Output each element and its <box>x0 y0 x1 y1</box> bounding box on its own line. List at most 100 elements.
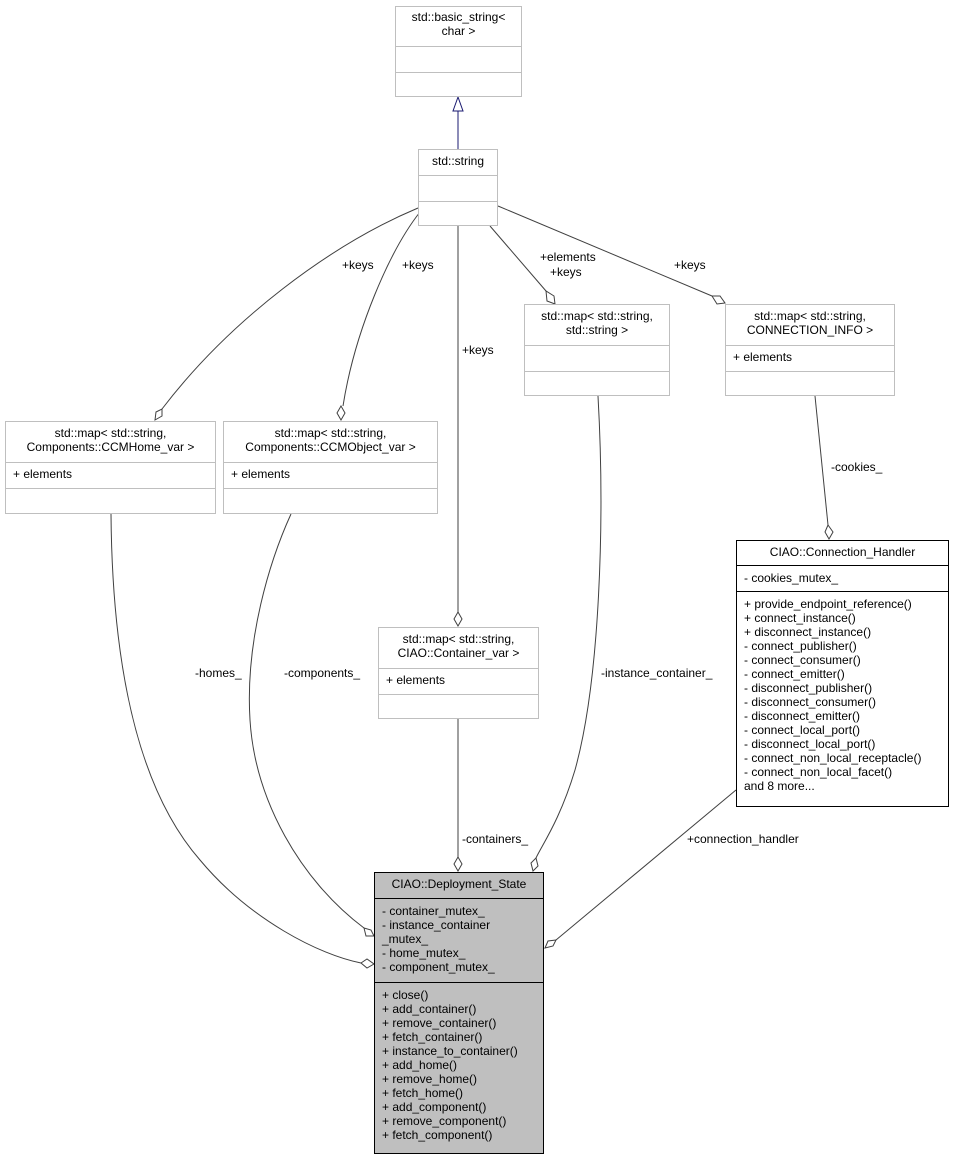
class-operation: + fetch_container() <box>382 1030 483 1044</box>
class-title: std::map< std::string, Components::CCMHo… <box>6 426 215 454</box>
inheritance-edge <box>452 95 464 149</box>
class-title-line: char > <box>441 24 476 38</box>
class-attributes: - cookies_mutex_ <box>737 565 948 591</box>
class-title: std::map< std::string, CONNECTION_INFO > <box>726 309 894 337</box>
class-operations <box>525 371 669 395</box>
composition-diamond <box>530 857 539 872</box>
class-title-line: Components::CCMHome_var > <box>26 440 195 454</box>
edge-string-to-map-connections <box>497 205 726 305</box>
class-title: std::map< std::string, Components::CCMOb… <box>224 426 437 454</box>
edge-string-to-map-containers <box>453 226 463 628</box>
class-operations <box>379 694 538 718</box>
class-attributes <box>419 175 497 201</box>
edge-label-containers: -containers_ <box>462 832 529 846</box>
composition-diamond <box>336 404 346 422</box>
class-operation: + disconnect_instance() <box>744 625 872 639</box>
class-attributes: + elements <box>6 462 215 488</box>
composition-diamond <box>453 610 463 628</box>
class-title: CIAO::Deployment_State <box>375 877 543 891</box>
edge-string-to-map-strings <box>489 225 556 305</box>
composition-diamond <box>154 408 163 421</box>
class-operations <box>726 371 894 395</box>
class-attributes <box>525 345 669 371</box>
class-attributes <box>396 46 521 72</box>
class-title-line: std::map< std::string, <box>54 426 167 440</box>
edge-handler-to-deployment-state <box>544 789 737 949</box>
class-operation: + connect_instance() <box>744 611 856 625</box>
class-operation: - connect_non_local_facet() <box>744 765 893 779</box>
class-title-line: std::map< std::string, <box>541 309 653 323</box>
class-map-strings: std::map< std::string, std::string > <box>524 304 670 396</box>
edge-containers-to-deployment-state <box>453 719 463 873</box>
edge-string-to-map-homes <box>154 207 419 421</box>
edge-string-to-map-objects <box>336 211 421 422</box>
class-title-line: CIAO::Connection_Handler <box>769 545 916 559</box>
class-operation: + add_component() <box>382 1100 487 1114</box>
composition-diamond <box>545 290 556 305</box>
class-operations <box>6 488 215 513</box>
class-operation: - disconnect_publisher() <box>744 681 873 695</box>
class-operation: + close() <box>382 988 429 1002</box>
class-operation: + add_home() <box>382 1058 458 1072</box>
class-operations: + provide_endpoint_reference() + connect… <box>737 591 948 793</box>
class-attributes: - container_mutex_ - instance_container … <box>375 898 543 982</box>
edge-label-keys-homes: +keys <box>342 258 374 272</box>
edge-label-keys-strings: +keys <box>550 265 582 279</box>
edge-homes-to-deployment-state <box>110 513 375 969</box>
class-operation: - disconnect_local_port() <box>744 737 876 751</box>
class-operation: + instance_to_container() <box>382 1044 518 1058</box>
class-operations: + close() + add_container() + remove_con… <box>375 982 543 1142</box>
class-string: std::string <box>418 149 498 226</box>
class-operations <box>396 72 521 96</box>
class-operation: + provide_endpoint_reference() <box>744 597 912 611</box>
class-attribute: + elements <box>231 467 291 481</box>
class-attribute: - home_mutex_ <box>382 946 466 960</box>
class-operation: - connect_non_local_receptacle() <box>744 751 922 765</box>
class-attributes: + elements <box>726 345 894 371</box>
class-title-line: CIAO::Deployment_State <box>391 877 527 891</box>
class-operations <box>224 488 437 513</box>
class-title-line: std::map< std::string, <box>754 309 866 323</box>
class-operation: + remove_component() <box>382 1114 507 1128</box>
class-title: std::map< std::string, std::string > <box>525 309 669 337</box>
class-title: std::map< std::string, CIAO::Container_v… <box>379 632 538 660</box>
class-title: std::string <box>419 154 497 168</box>
class-attribute: + elements <box>733 350 793 364</box>
class-attribute: - container_mutex_ <box>382 904 485 918</box>
class-operation: - connect_consumer() <box>744 653 861 667</box>
class-attribute: + elements <box>13 467 73 481</box>
class-deployment-state: CIAO::Deployment_State - container_mutex… <box>374 872 544 1154</box>
class-map-connections: std::map< std::string, CONNECTION_INFO >… <box>725 304 895 396</box>
class-attributes: + elements <box>224 462 437 488</box>
class-connection-handler: CIAO::Connection_Handler - cookies_mutex… <box>736 540 949 807</box>
edge-connections-to-handler <box>814 395 834 541</box>
edge-label-cookies: -cookies_ <box>831 460 883 474</box>
class-map-objects: std::map< std::string, Components::CCMOb… <box>223 421 438 514</box>
edge-components-to-deployment-state <box>248 513 375 937</box>
edge-label-keys-connections: +keys <box>674 258 706 272</box>
class-title-line: CONNECTION_INFO > <box>746 323 874 337</box>
class-title-line: CIAO::Container_var > <box>397 646 520 660</box>
class-attribute: _mutex_ <box>382 932 429 946</box>
composition-diamond <box>453 855 463 873</box>
class-operation: + add_container() <box>382 1002 477 1016</box>
class-title-line: std::basic_string< <box>411 10 506 24</box>
class-operation: + fetch_home() <box>382 1086 464 1100</box>
class-attribute: + elements <box>386 673 446 687</box>
class-title-line: std::string <box>431 154 485 168</box>
edge-label-homes: -homes_ <box>195 666 242 680</box>
class-title-line: std::map< std::string, <box>402 632 515 646</box>
edge-label-keys-objects: +keys <box>402 258 434 272</box>
class-title: CIAO::Connection_Handler <box>737 545 948 559</box>
class-attribute: - instance_container <box>382 918 491 932</box>
class-attribute: - cookies_mutex_ <box>744 571 839 585</box>
class-attribute: - component_mutex_ <box>382 960 495 974</box>
edge-label-connection-handler: +connection_handler <box>687 832 799 846</box>
class-operation: and 8 more... <box>744 779 815 793</box>
class-operation: - connect_local_port() <box>744 723 861 737</box>
edge-label-keys-containers: +keys <box>462 343 494 357</box>
composition-diamond <box>824 523 834 541</box>
composition-diamond <box>711 295 726 305</box>
